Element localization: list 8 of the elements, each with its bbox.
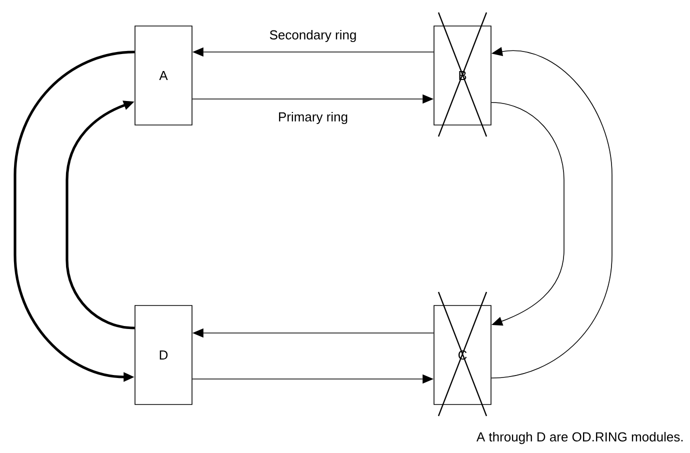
arrow xyxy=(66,100,135,330)
arrow xyxy=(491,102,564,326)
footnote: A through D are OD.RING modules. xyxy=(476,432,683,444)
module-box: A xyxy=(134,26,192,126)
module-box: D xyxy=(134,305,192,405)
arrow xyxy=(491,47,612,378)
edge-label: Primary ring xyxy=(276,110,350,126)
edge-label: Secondary ring xyxy=(268,28,358,44)
